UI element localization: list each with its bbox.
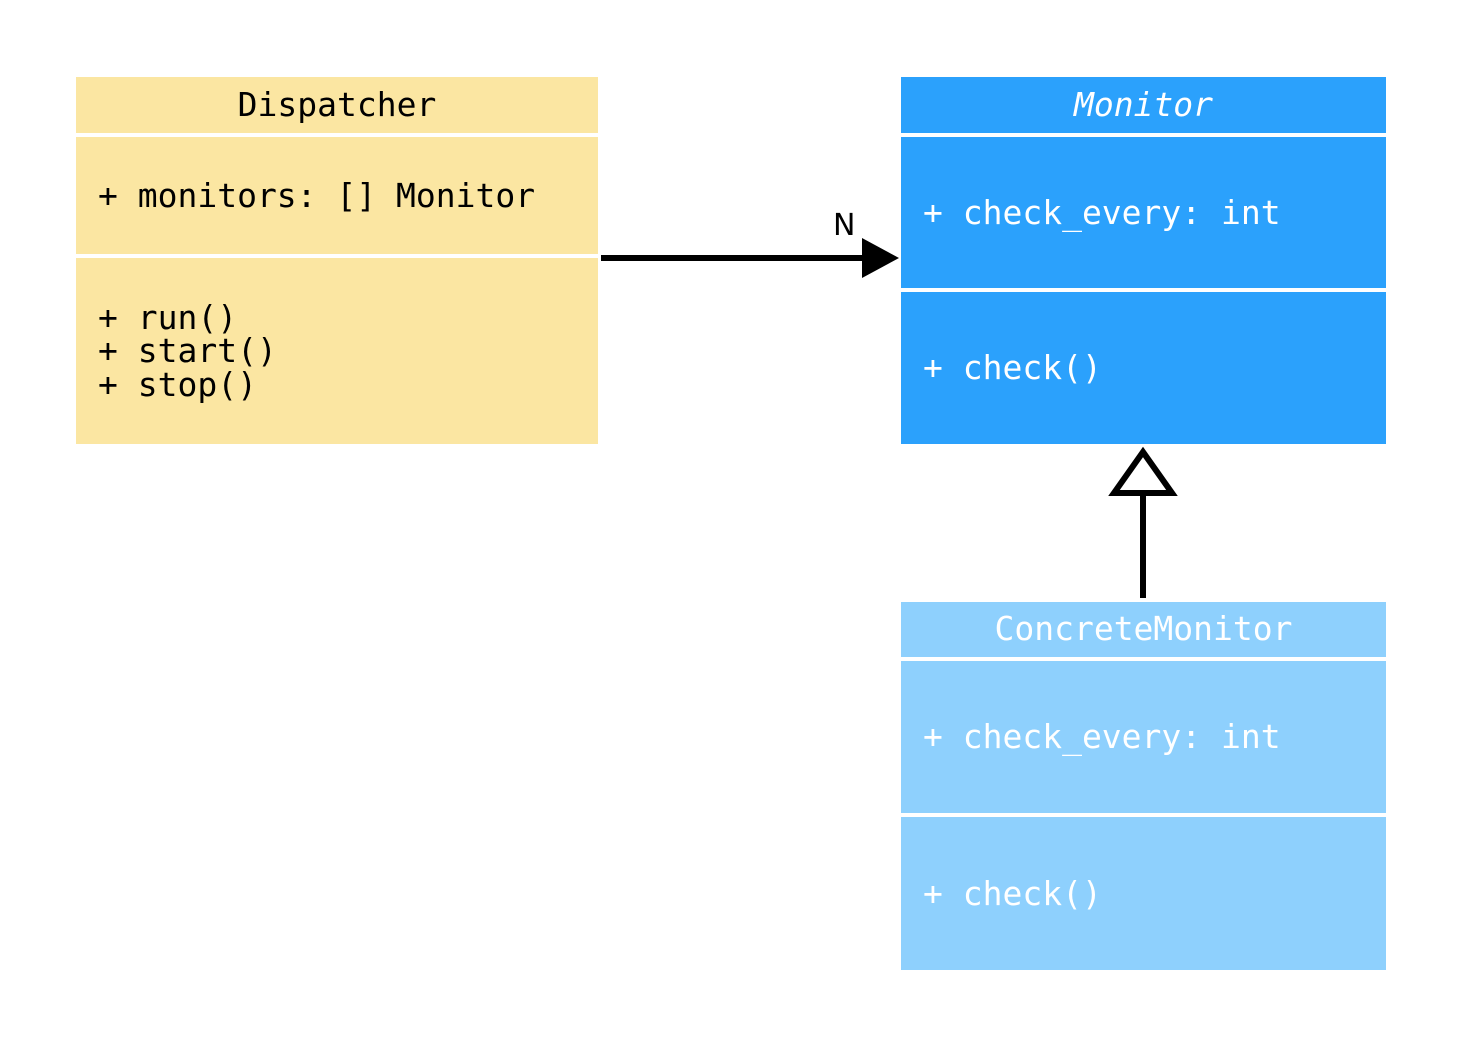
class-attributes-dispatcher: + monitors: [] Monitor bbox=[76, 137, 598, 254]
method-row: + stop() bbox=[98, 364, 257, 404]
class-box-dispatcher[interactable]: Dispatcher + monitors: [] Monitor + run(… bbox=[76, 77, 598, 444]
relationship-generalization-concrete-monitor-monitor bbox=[1108, 446, 1178, 598]
class-attributes-monitor: + check_every: int bbox=[901, 137, 1386, 288]
class-title-concrete-monitor: ConcreteMonitor bbox=[901, 602, 1386, 657]
hollow-triangle-arrowhead-icon bbox=[1108, 446, 1178, 496]
class-methods-dispatcher: + run() + start() + stop() bbox=[76, 258, 598, 444]
class-box-concrete-monitor[interactable]: ConcreteMonitor + check_every: int + che… bbox=[901, 602, 1386, 970]
class-title-monitor: Monitor bbox=[901, 77, 1386, 133]
method-row: + check() bbox=[923, 873, 1102, 913]
relationship-association-dispatcher-monitor bbox=[601, 238, 899, 278]
association-multiplicity-label: N bbox=[833, 208, 856, 243]
method-row: + start() bbox=[98, 331, 277, 371]
class-box-monitor[interactable]: Monitor + check_every: int + check() bbox=[901, 77, 1386, 444]
class-methods-concrete-monitor: + check() bbox=[901, 817, 1386, 970]
class-methods-monitor: + check() bbox=[901, 292, 1386, 444]
filled-triangle-arrowhead-icon bbox=[862, 238, 899, 278]
method-row: + run() bbox=[98, 297, 238, 337]
attribute-row: + check_every: int bbox=[923, 192, 1281, 232]
attribute-row: + check_every: int bbox=[923, 717, 1281, 757]
class-title-dispatcher: Dispatcher bbox=[76, 77, 598, 133]
class-attributes-concrete-monitor: + check_every: int bbox=[901, 661, 1386, 813]
attribute-row: + monitors: [] Monitor bbox=[98, 175, 536, 215]
method-row: + check() bbox=[923, 348, 1102, 388]
